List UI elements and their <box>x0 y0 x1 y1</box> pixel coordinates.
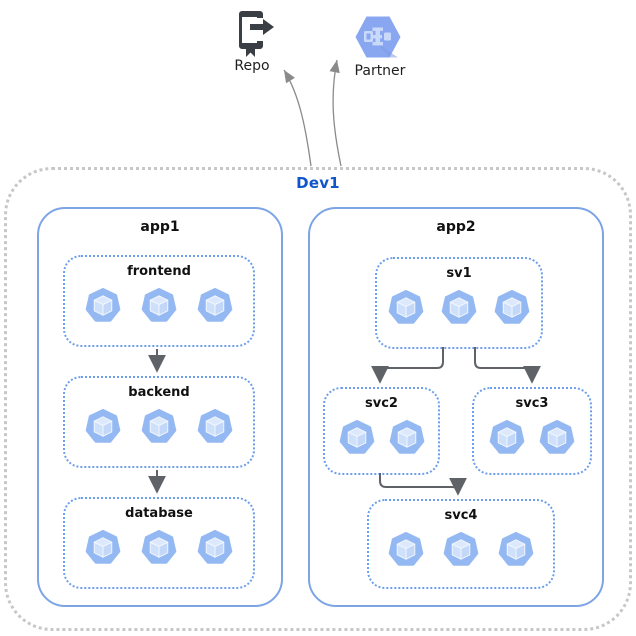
pod-row <box>489 420 575 455</box>
pod-row <box>85 288 233 323</box>
service-svc2: svc2 <box>323 387 440 475</box>
pod-icon <box>197 530 233 565</box>
service-backend: backend <box>63 376 255 468</box>
pod-icon <box>443 532 479 567</box>
service-label: svc2 <box>365 396 398 411</box>
service-label: backend <box>128 385 190 400</box>
pod-icon <box>85 288 121 323</box>
pod-icon <box>441 290 477 325</box>
service-svc3: svc3 <box>472 387 592 475</box>
service-label: frontend <box>127 264 191 279</box>
pod-icon <box>85 530 121 565</box>
pod-icon <box>539 420 575 455</box>
service-label: sv1 <box>446 266 472 281</box>
app2-label: app2 <box>436 219 476 235</box>
service-label: svc3 <box>515 396 549 411</box>
service-label: database <box>125 506 193 521</box>
service-sv1: sv1 <box>375 257 543 349</box>
repo-label: Repo <box>234 58 270 74</box>
pod-icon <box>498 532 534 567</box>
partner-label: Partner <box>354 63 406 79</box>
pod-icon <box>388 532 424 567</box>
partner-hexagon-icon <box>355 16 401 58</box>
service-label: svc4 <box>444 508 478 523</box>
pod-icon <box>388 290 424 325</box>
app1-label: app1 <box>140 219 180 235</box>
pod-row <box>388 290 530 325</box>
pod-icon <box>489 420 525 455</box>
pod-icon <box>197 288 233 323</box>
service-frontend: frontend <box>63 255 255 347</box>
pod-icon <box>85 409 121 444</box>
edge-dev1-repo <box>283 69 312 167</box>
pod-icon <box>389 420 425 455</box>
source-repository-icon <box>239 11 274 57</box>
pod-icon <box>339 420 375 455</box>
pod-icon <box>141 409 177 444</box>
pod-icon <box>141 288 177 323</box>
pod-row <box>339 420 425 455</box>
pod-row <box>388 532 534 567</box>
pod-row <box>85 530 233 565</box>
pod-icon <box>494 290 530 325</box>
pod-row <box>85 409 233 444</box>
service-database: database <box>63 497 255 589</box>
environment-dev1 <box>4 167 632 631</box>
environment-label: Dev1 <box>296 174 340 192</box>
pod-icon <box>197 409 233 444</box>
service-svc4: svc4 <box>367 499 555 589</box>
edge-dev1-partner <box>329 59 342 167</box>
pod-icon <box>141 530 177 565</box>
